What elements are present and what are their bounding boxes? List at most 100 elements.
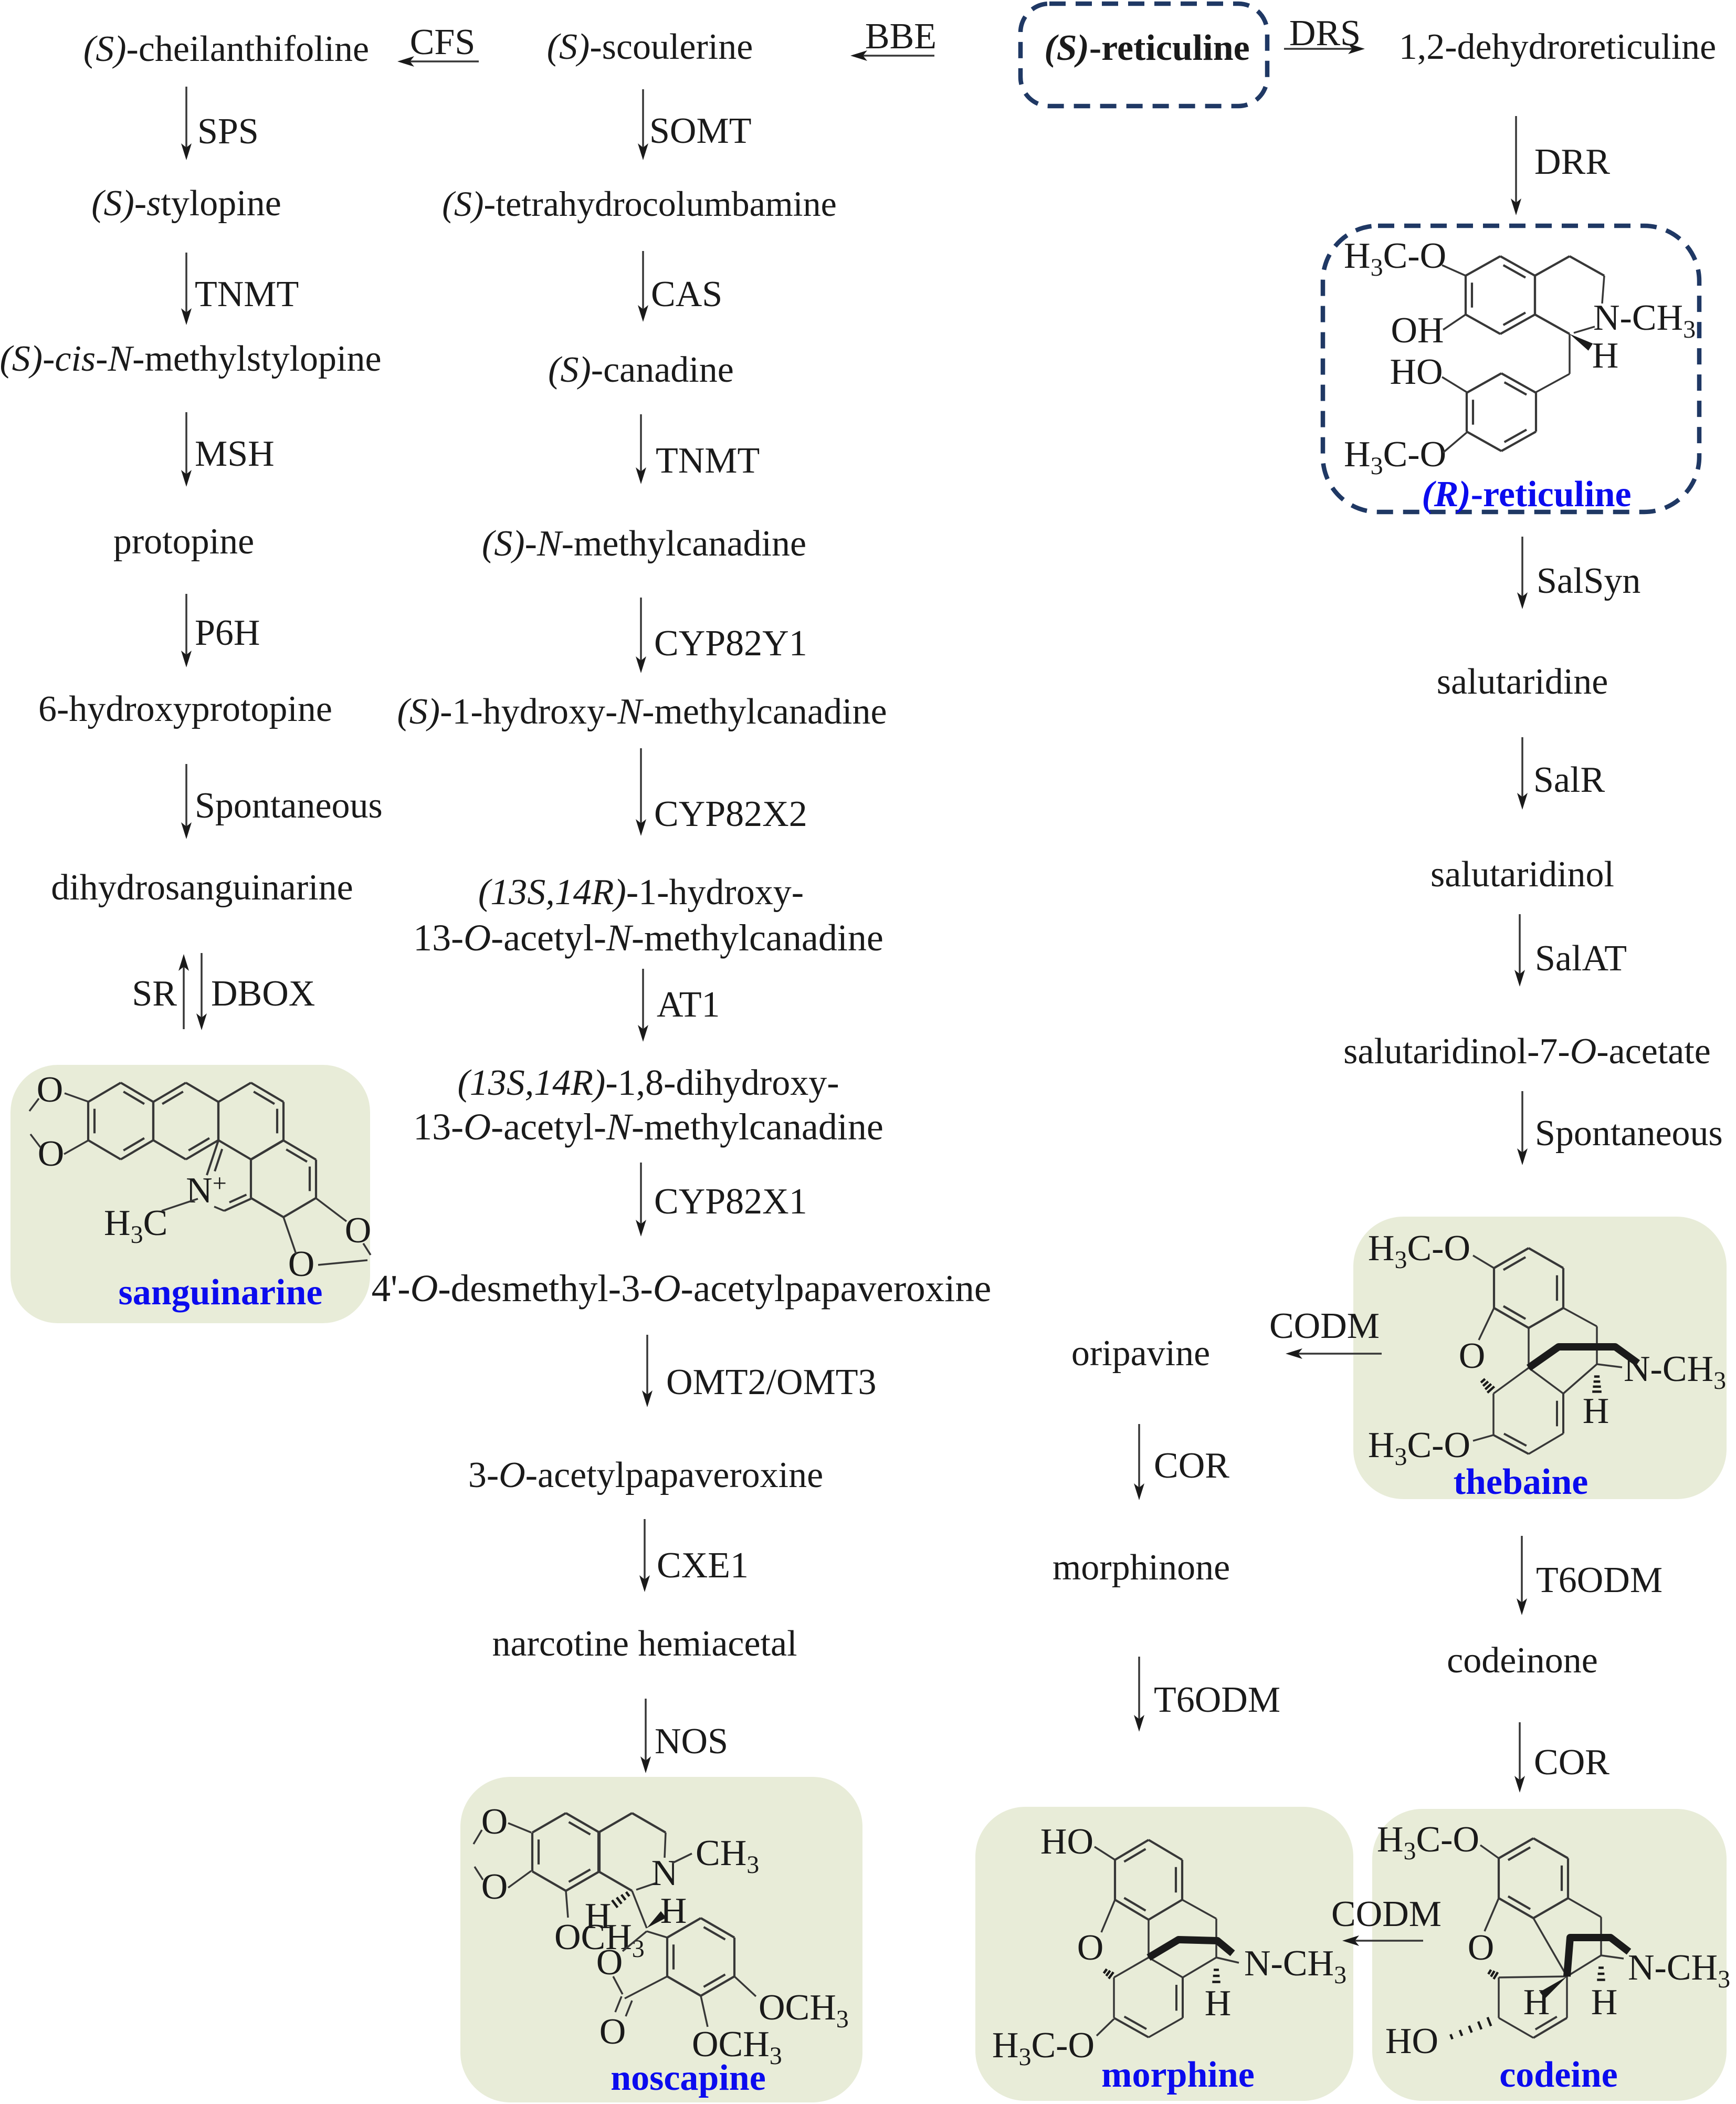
svg-text:H3C-O: H3C-O: [1377, 1819, 1479, 1865]
svg-text:H3C-O: H3C-O: [992, 2025, 1095, 2071]
svg-text:HO: HO: [1385, 2021, 1438, 2061]
svg-text:OMT2/OMT3: OMT2/OMT3: [666, 1362, 877, 1402]
svg-text:codeinone: codeinone: [1447, 1640, 1598, 1681]
svg-text:(13S,14R)-1-hydroxy-: (13S,14R)-1-hydroxy-: [478, 872, 804, 913]
svg-text:H: H: [1591, 1982, 1618, 2023]
svg-text:H3C-O: H3C-O: [1368, 1425, 1470, 1471]
svg-text:3-O-acetylpapaveroxine: 3-O-acetylpapaveroxine: [468, 1455, 823, 1495]
svg-text:sanguinarine: sanguinarine: [119, 1272, 323, 1313]
svg-text:N-CH3: N-CH3: [1593, 298, 1696, 343]
svg-text:H: H: [660, 1891, 687, 1931]
svg-text:CODM: CODM: [1331, 1894, 1442, 1934]
svg-text:OCH3: OCH3: [692, 2024, 782, 2070]
svg-text:N: N: [651, 1853, 678, 1893]
svg-text:dihydrosanguinarine: dihydrosanguinarine: [51, 867, 353, 908]
svg-text:morphinone: morphinone: [1053, 1547, 1230, 1588]
svg-text:O: O: [1468, 1928, 1495, 1968]
svg-text:(R)-reticuline: (R)-reticuline: [1422, 474, 1631, 515]
svg-text:H: H: [1523, 1982, 1550, 2023]
svg-text:T6ODM: T6ODM: [1154, 1680, 1280, 1720]
svg-text:codeine: codeine: [1499, 2055, 1618, 2095]
svg-text:CYP82X2: CYP82X2: [654, 794, 807, 834]
svg-text:DBOX: DBOX: [211, 974, 315, 1014]
svg-text:COR: COR: [1154, 1446, 1229, 1486]
svg-text:Spontaneous: Spontaneous: [1535, 1113, 1723, 1154]
svg-text:SalSyn: SalSyn: [1537, 561, 1640, 601]
svg-text:DRS: DRS: [1289, 13, 1361, 54]
svg-text:TNMT: TNMT: [656, 441, 760, 481]
svg-text:COR: COR: [1534, 1742, 1609, 1783]
svg-text:HO: HO: [1390, 352, 1443, 392]
svg-text:MSH: MSH: [195, 434, 275, 474]
svg-text:SOMT: SOMT: [649, 111, 751, 151]
svg-text:O: O: [481, 1802, 508, 1842]
svg-text:salutaridine: salutaridine: [1437, 662, 1608, 702]
svg-text:N+: N+: [186, 1169, 227, 1211]
svg-text:H3C-O: H3C-O: [1368, 1228, 1470, 1274]
svg-text:6-hydroxyprotopine: 6-hydroxyprotopine: [38, 689, 332, 729]
svg-text:H: H: [1205, 1983, 1232, 2024]
svg-text:OCH3: OCH3: [759, 1987, 849, 2033]
svg-text:Spontaneous: Spontaneous: [195, 786, 383, 826]
svg-text:N-CH3: N-CH3: [1244, 1943, 1346, 1989]
svg-text:T6ODM: T6ODM: [1536, 1560, 1663, 1600]
svg-text:4'-O-desmethyl-3-O-acetylpapav: 4'-O-desmethyl-3-O-acetylpapaveroxine: [372, 1267, 992, 1310]
svg-text:13-O-acetyl-N-methylcanadine: 13-O-acetyl-N-methylcanadine: [413, 917, 883, 959]
svg-text:H3C-O: H3C-O: [1344, 236, 1446, 281]
svg-text:N-CH3: N-CH3: [1624, 1349, 1726, 1395]
svg-text:CH3: CH3: [696, 1833, 759, 1879]
svg-text:N-CH3: N-CH3: [1628, 1948, 1730, 1993]
svg-text:DRR: DRR: [1534, 142, 1610, 182]
svg-text:salutaridinol-7-O-acetate: salutaridinol-7-O-acetate: [1343, 1031, 1711, 1072]
svg-text:O: O: [38, 1134, 65, 1174]
svg-text:TNMT: TNMT: [195, 274, 299, 315]
svg-text:HO: HO: [1040, 1822, 1093, 1862]
svg-text:CODM: CODM: [1269, 1306, 1380, 1346]
svg-text:(S)-stylopine: (S)-stylopine: [91, 183, 281, 224]
svg-text:SalAT: SalAT: [1535, 938, 1627, 979]
svg-text:H: H: [585, 1896, 612, 1936]
svg-text:P6H: P6H: [195, 613, 260, 653]
svg-text:(S)-1-hydroxy-N-methylcanadine: (S)-1-hydroxy-N-methylcanadine: [397, 692, 887, 732]
svg-text:oripavine: oripavine: [1071, 1333, 1210, 1374]
svg-text:H: H: [1583, 1391, 1609, 1431]
svg-text:O: O: [288, 1244, 315, 1284]
svg-text:CFS: CFS: [410, 22, 476, 62]
svg-text:O: O: [37, 1070, 64, 1110]
svg-text:(S)-N-methylcanadine: (S)-N-methylcanadine: [482, 524, 806, 564]
svg-text:13-O-acetyl-N-methylcanadine: 13-O-acetyl-N-methylcanadine: [413, 1106, 883, 1148]
svg-text:salutaridinol: salutaridinol: [1430, 854, 1614, 895]
svg-text:(S)-cis-N-methylstylopine: (S)-cis-N-methylstylopine: [0, 339, 382, 379]
svg-text:SR: SR: [132, 974, 177, 1014]
svg-text:H3C-O: H3C-O: [1344, 434, 1446, 480]
svg-text:H: H: [1592, 336, 1619, 376]
svg-text:SPS: SPS: [197, 111, 259, 152]
svg-text:narcotine hemiacetal: narcotine hemiacetal: [492, 1624, 797, 1664]
svg-text:(S)-cheilanthifoline: (S)-cheilanthifoline: [83, 29, 369, 69]
svg-text:noscapine: noscapine: [611, 2058, 766, 2098]
svg-text:O: O: [345, 1210, 372, 1251]
svg-text:AT1: AT1: [657, 985, 720, 1025]
svg-text:(S)-scoulerine: (S)-scoulerine: [547, 27, 753, 67]
svg-text:O: O: [599, 2012, 626, 2052]
svg-text:SalR: SalR: [1533, 760, 1605, 800]
svg-text:CYP82Y1: CYP82Y1: [654, 623, 807, 664]
svg-text:O: O: [1077, 1928, 1104, 1968]
svg-text:O: O: [596, 1942, 623, 1983]
svg-text:OH: OH: [1391, 310, 1444, 351]
svg-text:CXE1: CXE1: [657, 1545, 749, 1586]
svg-text:BBE: BBE: [865, 16, 937, 57]
svg-text:O: O: [1459, 1336, 1486, 1376]
svg-text:CAS: CAS: [651, 274, 722, 315]
svg-text:thebaine: thebaine: [1454, 1462, 1588, 1502]
svg-text:(S)-tetrahydrocolumbamine: (S)-tetrahydrocolumbamine: [442, 184, 837, 224]
svg-text:O: O: [481, 1867, 508, 1907]
svg-text:(13S,14R)-1,8-dihydroxy-: (13S,14R)-1,8-dihydroxy-: [457, 1063, 839, 1103]
svg-text:protopine: protopine: [113, 521, 254, 562]
svg-text:NOS: NOS: [655, 1721, 728, 1762]
svg-text:CYP82X1: CYP82X1: [654, 1181, 807, 1222]
svg-text:1,2-dehydroreticuline: 1,2-dehydroreticuline: [1399, 27, 1717, 67]
svg-text:(S)-canadine: (S)-canadine: [548, 350, 734, 390]
svg-text:morphine: morphine: [1101, 2055, 1255, 2095]
svg-text:(S)-reticuline: (S)-reticuline: [1044, 28, 1249, 68]
